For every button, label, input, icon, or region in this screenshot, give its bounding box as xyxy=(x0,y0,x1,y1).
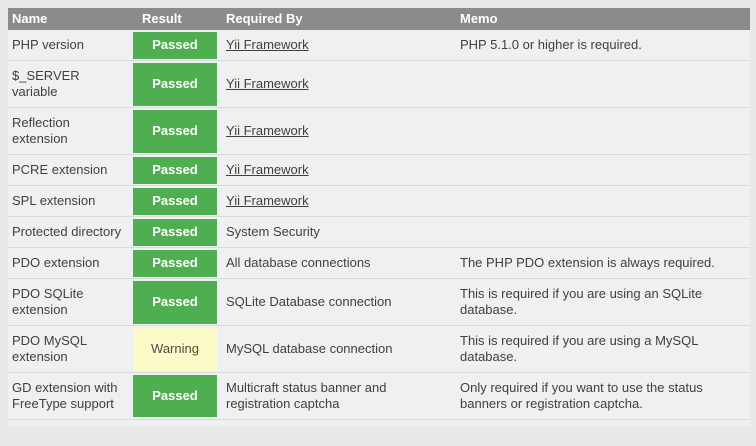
status-badge-passed: Passed xyxy=(132,185,218,217)
memo-text xyxy=(452,185,750,217)
requirement-name: Reflection extension xyxy=(8,107,132,155)
requirement-name: PDO extension xyxy=(8,247,132,279)
required-by-link[interactable]: Yii Framework xyxy=(226,37,309,52)
memo-text: PHP 5.1.0 or higher is required. xyxy=(460,37,642,52)
required-by-cell: MySQL database connection xyxy=(218,325,452,373)
column-header-result: Result xyxy=(132,8,218,30)
required-by-cell: Yii Framework xyxy=(218,185,452,217)
requirement-name: Protected directory xyxy=(8,216,132,248)
required-by-link[interactable]: Yii Framework xyxy=(226,123,309,138)
required-by-link[interactable]: Yii Framework xyxy=(226,193,309,208)
status-badge-warning: Warning xyxy=(132,325,218,373)
column-header-memo: Memo xyxy=(452,8,750,30)
memo-text xyxy=(452,107,750,155)
memo-text xyxy=(452,60,750,108)
column-header-name: Name xyxy=(8,8,132,30)
required-by-cell: All database connections xyxy=(218,247,452,279)
required-by-cell: Multicraft status banner and registratio… xyxy=(218,372,452,419)
memo-text: This is required if you are using an SQL… xyxy=(452,278,750,326)
requirement-name: $_SERVER variable xyxy=(8,60,132,108)
status-badge-passed: Passed xyxy=(132,30,218,61)
status-badge-passed: Passed xyxy=(132,216,218,248)
status-badge-passed: Passed xyxy=(132,154,218,186)
required-by-link[interactable]: Yii Framework xyxy=(226,162,309,177)
column-header-required-by: Required By xyxy=(218,8,452,30)
memo-text xyxy=(452,216,750,248)
memo-text: This is required if you are using a MySQ… xyxy=(452,325,750,373)
table-row: PHP version Passed Yii Framework PHP 5.1.0 … xyxy=(8,30,750,61)
required-by-cell: Yii Framework xyxy=(218,154,452,186)
requirement-name: SPL extension xyxy=(8,185,132,217)
required-by-cell: SQLite Database connection xyxy=(218,278,452,326)
status-badge-passed: Passed xyxy=(132,247,218,279)
required-by-cell: Yii Framework xyxy=(218,107,452,155)
requirement-name: PDO MySQL extension xyxy=(8,325,132,373)
required-by-text: System Security xyxy=(226,224,320,239)
partial-next-row xyxy=(8,419,750,426)
status-badge-passed: Passed xyxy=(132,107,218,155)
required-by-text: All database connections xyxy=(226,255,371,270)
status-badge-passed: Passed xyxy=(132,372,218,419)
required-by-text: MySQL database connection xyxy=(226,341,393,356)
requirement-name: PHP version xyxy=(12,37,85,52)
requirement-name: PDO SQLite extension xyxy=(8,278,132,326)
required-by-cell: Yii Framework xyxy=(218,30,452,61)
required-by-link[interactable]: Yii Framework xyxy=(226,76,309,91)
memo-text: Only required if you want to use the sta… xyxy=(452,372,750,419)
required-by-cell: Yii Framework xyxy=(218,60,452,108)
requirement-name: PCRE extension xyxy=(8,154,132,186)
memo-text xyxy=(452,154,750,186)
memo-text: The PHP PDO extension is always required… xyxy=(452,247,750,279)
required-by-text: SQLite Database connection xyxy=(226,294,392,309)
status-badge-passed: Passed xyxy=(132,60,218,108)
requirement-name: GD extension with FreeType support xyxy=(8,372,132,419)
status-badge-passed: Passed xyxy=(132,278,218,326)
required-by-cell: System Security xyxy=(218,216,452,248)
required-by-text: Multicraft status banner and registratio… xyxy=(226,380,387,411)
